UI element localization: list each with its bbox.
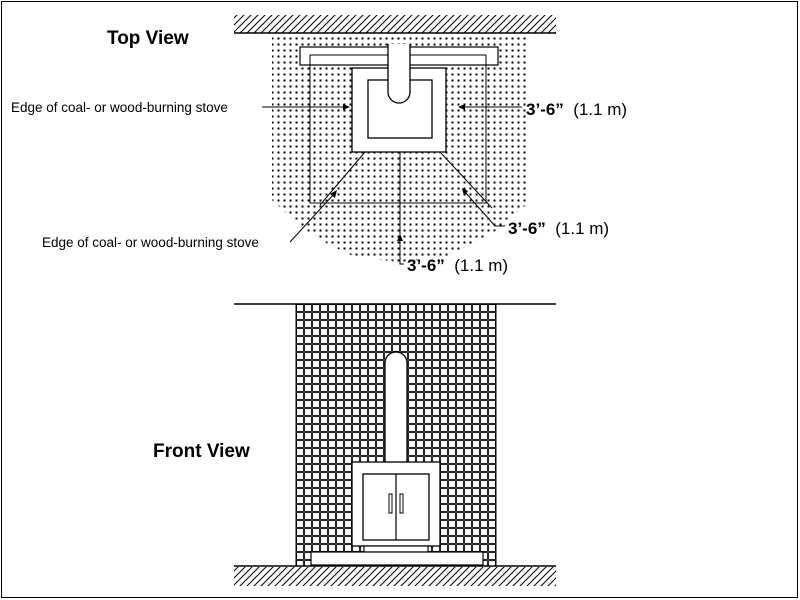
stove-base (363, 545, 429, 553)
leader-diag-dim (464, 191, 505, 227)
arrow-lower-stove (330, 190, 337, 198)
floor-hatch (234, 567, 556, 586)
clearance-front-metric: (1.1 m) (454, 256, 508, 275)
flue-pipe-top (387, 44, 411, 104)
stove-right-handle (399, 493, 404, 514)
arrow-bottom-dim (397, 234, 403, 241)
top-wall-hatch (234, 15, 556, 33)
front-view: Front View (153, 303, 556, 586)
clearance-diagonal-imperial: 3’-6” (508, 219, 546, 238)
diag-clearance-right (439, 151, 493, 209)
leader-lower-stove (289, 193, 335, 243)
clearance-right: 3’-6” (1.1 m) (526, 100, 627, 119)
stove-left-handle (388, 493, 393, 514)
arrow-upper-stove (343, 104, 350, 110)
leader-bottom-dim (399, 238, 404, 265)
flue-pipe-front (384, 351, 408, 462)
arrow-right-dim (458, 104, 465, 110)
clearance-right-imperial: 3’-6” (526, 100, 564, 119)
clearance-front-imperial: 3’-6” (407, 256, 445, 275)
clearance-diagonal-metric: (1.1 m) (555, 219, 609, 238)
front-view-title: Front View (153, 441, 250, 462)
diag-clearance-left (319, 151, 366, 206)
stove-edge-label-upper: Edge of coal- or wood-burning stove (11, 100, 228, 115)
top-view-title: Top View (107, 28, 189, 49)
clearance-diagonal: 3’-6” (1.1 m) (508, 219, 609, 238)
stove-edge-label-lower: Edge of coal- or wood-burning stove (42, 235, 259, 250)
floor-protector-pad (310, 551, 484, 566)
arrow-diag-dim (462, 188, 468, 196)
clearance-front: 3’-6” (1.1 m) (407, 256, 508, 275)
top-view: Top View Edge of coal- or wood-burning s… (11, 15, 627, 275)
clearance-right-metric: (1.1 m) (573, 100, 627, 119)
